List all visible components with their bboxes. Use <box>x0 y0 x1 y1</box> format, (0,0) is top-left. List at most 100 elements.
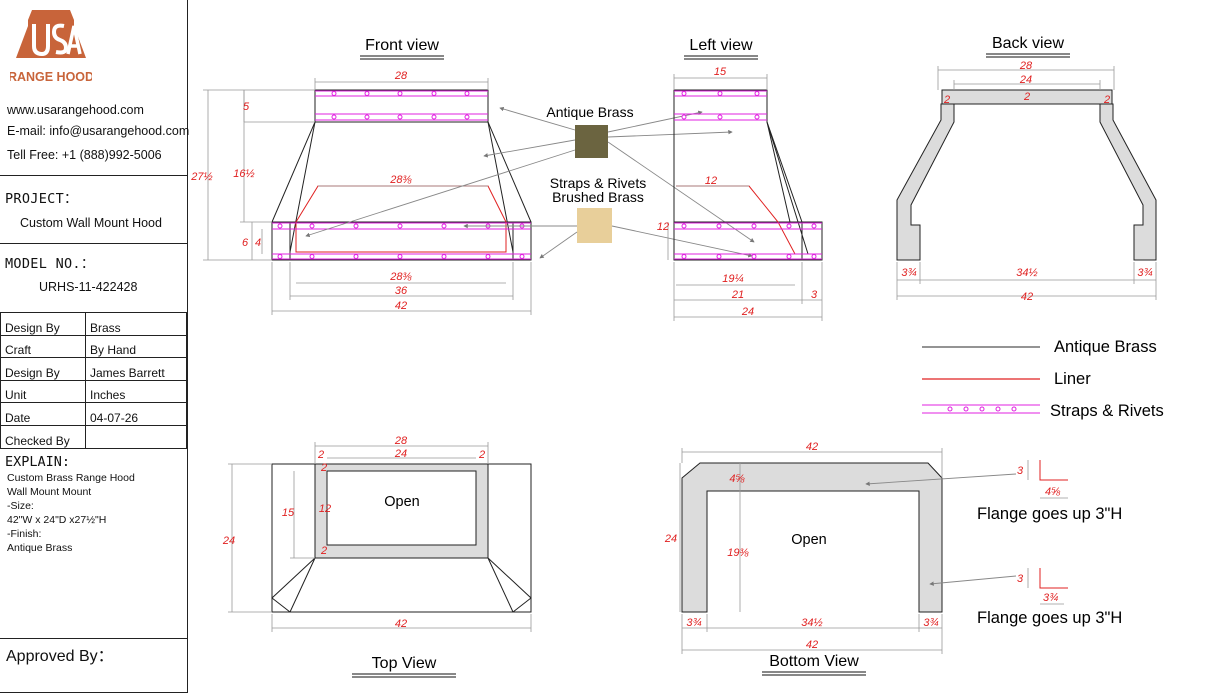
legend-straps-symbol <box>922 404 1040 414</box>
back-dim-lines <box>896 66 1157 300</box>
approved-by-label: Approved By： <box>6 648 114 665</box>
meta-value: Brass <box>85 312 187 336</box>
top-view-title: Top View <box>372 655 437 672</box>
meta-key: Unit <box>0 379 86 404</box>
view-titles: Front view Left view Back view Top View … <box>352 35 1070 678</box>
left-side-lines <box>674 121 809 260</box>
left-view: 15 12 12 19¼ 21 3 24 <box>657 66 823 321</box>
dim-label: 36 <box>395 285 408 297</box>
divider <box>0 243 187 244</box>
bottom-view: Open 42 4⅝ 24 19⅜ 3¾ 34½ 3¾ 42 <box>664 441 1017 654</box>
dim-label: 4 <box>255 237 261 249</box>
dim-label: 28 <box>394 435 408 447</box>
top-canopy <box>271 557 532 613</box>
bottom-frame <box>681 462 943 613</box>
front-band <box>271 221 532 261</box>
left-side-outline <box>673 89 823 261</box>
explain-line: -Size: <box>7 500 34 512</box>
explain-line: 42"W x 24"D x27½"H <box>7 514 107 526</box>
dim-label: 5 <box>243 101 250 113</box>
flange-profile <box>1039 460 1068 481</box>
front-rivets <box>277 91 525 259</box>
meta-key: Craft <box>0 334 86 359</box>
project-label: PROJECT： <box>5 191 78 207</box>
dim-label: 12 <box>319 503 331 515</box>
back-dim-labels: 28 24 2 2 2 3¾ 34½ 3¾ 42 <box>901 60 1152 303</box>
bottom-view-title: Bottom View <box>769 653 859 670</box>
meta-key: Date <box>0 402 86 426</box>
dim-label: 24 <box>664 533 677 545</box>
top-frame <box>314 463 489 559</box>
antique-brass-swatch <box>575 125 608 158</box>
explain-label: EXPLAIN: <box>5 454 71 470</box>
front-dim-labels: 28 5 16½ 27½ 28⅜ 28⅜ 36 42 6 4 <box>190 70 412 312</box>
flange-note: Flange goes up 3"H <box>977 505 1122 523</box>
left-rivets <box>681 91 817 259</box>
dim-label: 2 <box>478 449 485 461</box>
meta-key: Design By <box>0 357 86 381</box>
front-view: 28 5 16½ 27½ 28⅜ 28⅜ 36 42 6 4 <box>190 70 532 315</box>
dim-label: 19¼ <box>722 273 743 285</box>
flange-width-label: 4⅝ <box>1045 486 1061 498</box>
dim-label: 3¾ <box>686 617 701 629</box>
email: E-mail: info@usarangehood.com <box>7 124 190 138</box>
left-straps <box>674 90 822 260</box>
project-value: Custom Wall Mount Hood <box>20 216 162 230</box>
flange-callouts <box>865 473 1017 586</box>
meta-value <box>85 424 187 449</box>
divider <box>0 175 187 176</box>
legend: Antique Brass Liner Straps & Rivets <box>922 338 1164 420</box>
dim-label: 2 <box>320 462 327 474</box>
dim-label: 6 <box>242 237 249 249</box>
dim-label: 3 <box>811 289 818 301</box>
front-view-title: Front view <box>365 37 439 54</box>
dim-label: 24 <box>1019 74 1032 86</box>
dim-label: 15 <box>714 66 727 78</box>
dim-label: 16½ <box>233 168 254 180</box>
dim-label: 28⅜ <box>389 271 412 283</box>
meta-value: By Hand <box>85 334 187 359</box>
dim-label: 12 <box>657 221 669 233</box>
explain-line: Wall Mount Mount <box>7 486 92 498</box>
meta-value: 04-07-26 <box>85 402 187 426</box>
legend-antique-label: Antique Brass <box>1054 338 1157 356</box>
flange-detail-bottom: 3 3¾ Flange goes up 3"H <box>977 568 1122 627</box>
divider <box>0 638 187 639</box>
top-open-label: Open <box>384 494 419 510</box>
brushed-brass-label: Brushed Brass <box>552 189 644 205</box>
dim-label: 42 <box>1021 291 1033 303</box>
front-stack-body <box>314 89 489 123</box>
website: www.usarangehood.com <box>7 103 144 117</box>
dim-label: 24 <box>741 306 754 318</box>
brushed-brass-swatch <box>577 208 612 243</box>
back-view-title: Back view <box>992 35 1064 52</box>
bottom-open-label: Open <box>791 532 826 548</box>
front-dim-lines <box>203 78 532 315</box>
dim-label: 27½ <box>190 171 212 183</box>
dim-label: 15 <box>282 507 295 519</box>
front-liner <box>295 185 507 253</box>
back-left-wall <box>896 103 955 261</box>
flange-height-label: 3 <box>1017 573 1024 585</box>
top-dim-labels: 28 24 2 2 2 15 12 2 24 42 <box>222 435 485 630</box>
flange-width-label: 3¾ <box>1043 592 1058 604</box>
dim-label: 34½ <box>801 617 822 629</box>
front-canopy-inner <box>289 121 514 253</box>
meta-key: Checked By <box>0 424 86 449</box>
bottom-dim-lines <box>679 448 943 654</box>
phone: Tell Free: +1 (888)992-5006 <box>7 148 162 162</box>
back-right-wall <box>941 89 1157 261</box>
model-label: MODEL NO.： <box>5 256 95 272</box>
front-canopy-sides <box>271 121 532 223</box>
dim-label: 28 <box>394 70 408 82</box>
top-view: Open 28 24 2 2 2 15 12 2 24 42 <box>222 435 532 632</box>
dim-label: 2 <box>943 94 950 106</box>
model-value: URHS-11-422428 <box>39 280 138 294</box>
meta-row: Checked By <box>0 424 187 449</box>
title-block: RANGE HOOD www.usarangehood.com E-mail: … <box>0 0 190 693</box>
hood-drawing: Front view Left view Back view Top View … <box>190 35 1164 678</box>
